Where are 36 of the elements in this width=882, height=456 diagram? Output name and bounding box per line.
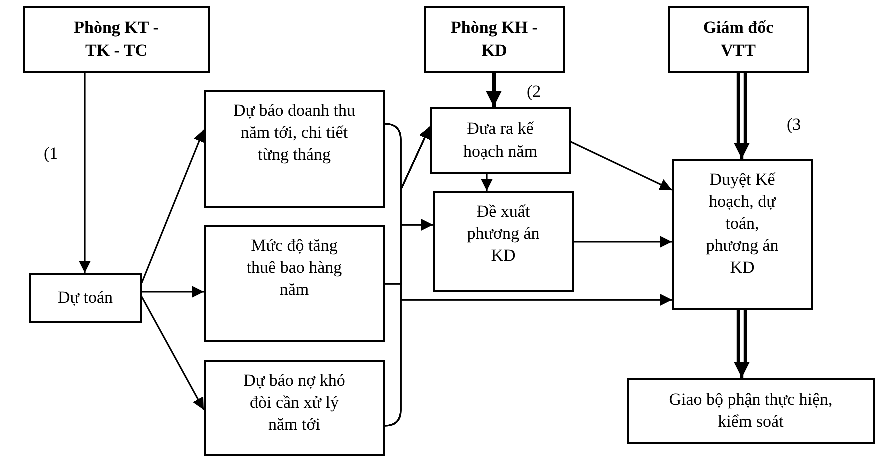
box-label: Phòng KH - KD bbox=[450, 17, 539, 62]
process-box bbox=[672, 159, 813, 310]
arrow bbox=[734, 71, 750, 161]
process-box bbox=[424, 6, 565, 73]
process-box bbox=[668, 6, 809, 73]
step-number: (2 bbox=[527, 82, 542, 102]
box-label: Dự báo nợ khó đòi cần xử lý năm tới bbox=[242, 370, 346, 436]
process-box bbox=[204, 225, 385, 342]
arrow bbox=[734, 308, 750, 380]
arrow bbox=[141, 296, 205, 410]
arrow bbox=[486, 73, 502, 107]
box-label: Giám đốc VTT bbox=[702, 17, 775, 62]
step-number: (1 bbox=[44, 144, 58, 164]
process-box bbox=[433, 191, 574, 292]
arrow bbox=[481, 174, 493, 191]
box-label: Đưa ra kế hoạch năm bbox=[462, 118, 539, 162]
process-box bbox=[29, 273, 142, 323]
box-label: Đề xuất phương án KD bbox=[466, 201, 541, 268]
process-box bbox=[204, 90, 385, 208]
box-label: Phòng KT - TK - TC bbox=[73, 17, 160, 62]
process-box bbox=[204, 360, 385, 456]
step-number: (3 bbox=[787, 115, 802, 135]
box-label: Mức độ tăng thuê bao hàng năm bbox=[246, 235, 344, 302]
box-label: Duyệt Kế hoạch, dự toán, phương án KD bbox=[705, 169, 780, 280]
box-label: Giao bộ phận thực hiện, kiểm soát bbox=[668, 388, 834, 433]
arrow bbox=[141, 130, 206, 284]
box-label: Dự toán bbox=[58, 286, 113, 309]
arrow bbox=[574, 236, 672, 248]
arrow bbox=[79, 73, 91, 273]
arrow bbox=[570, 141, 672, 191]
arrow bbox=[142, 286, 204, 298]
arrow bbox=[384, 294, 672, 427]
box-label: Dự báo doanh thu năm tới, chi tiết từng tháng bbox=[232, 100, 357, 166]
process-box bbox=[627, 378, 875, 444]
process-box bbox=[430, 107, 571, 174]
process-box bbox=[23, 6, 210, 73]
